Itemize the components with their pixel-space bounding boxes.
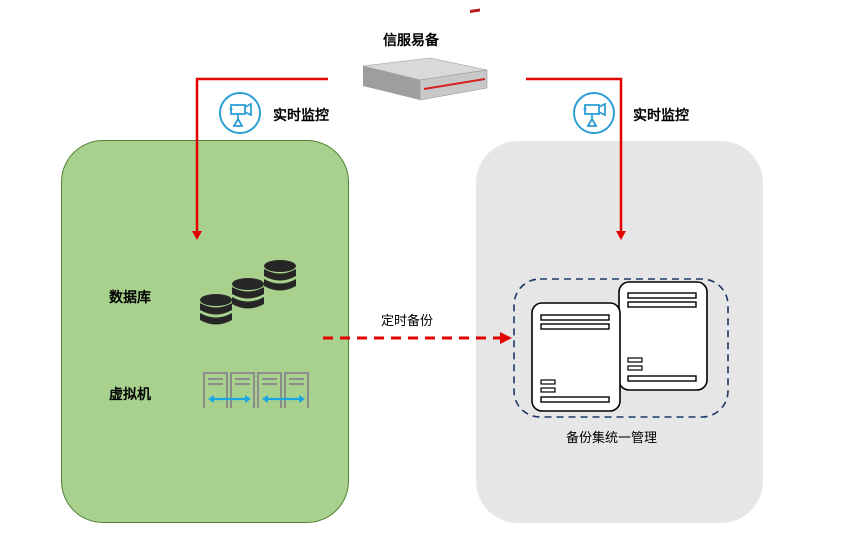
database-icon [200,260,296,325]
monitor-label-left: 实时监控 [273,108,329,124]
storage-box-icon [618,281,708,391]
monitor-line-right [526,77,623,232]
vm-label: 虚拟机 [109,387,151,403]
vm-icon [203,372,309,408]
storage-box-icon [531,302,621,412]
monitor-line-left [195,77,328,232]
monitor-arrowhead-left [192,231,202,240]
monitor-label-right: 实时监控 [633,108,689,124]
backup-arrowhead [500,332,512,344]
database-label: 数据库 [109,290,151,306]
diagram-title: 信服易备 [383,33,439,49]
monitor-arrowhead-right [616,231,626,240]
production-zone [61,140,349,523]
backup-arrow-label: 定时备份 [381,314,434,329]
backup-set-caption: 备份集统一管理 [566,431,658,446]
vm-arrow-icon [208,395,305,403]
backup-set-container [513,278,729,418]
camera-icon [219,92,261,134]
server-appliance-icon [362,8,488,101]
camera-icon [573,92,615,134]
